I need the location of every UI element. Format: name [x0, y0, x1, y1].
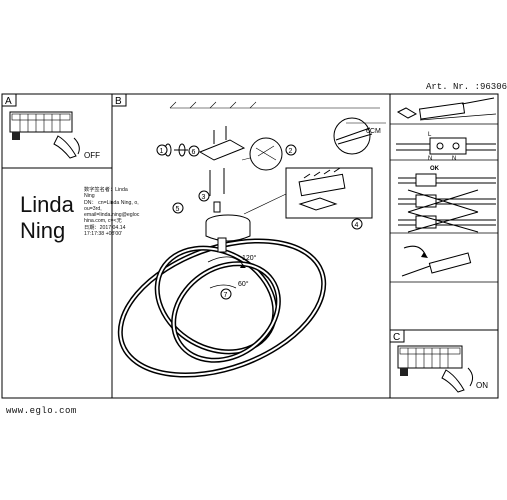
step-5-number: 5	[176, 206, 180, 213]
step-7-marker: 7	[220, 288, 232, 300]
website-link[interactable]: www.eglo.com	[6, 406, 77, 416]
wiring-variant-wrong-1	[398, 189, 496, 213]
step-2-marker: 2	[285, 144, 297, 156]
step-1-marker: 1	[156, 144, 168, 156]
ln-terminal-illustration	[396, 137, 496, 155]
signature-meta-line: ou=3rd,	[84, 205, 102, 212]
signature-meta-line: 17:17:38 +08'00'	[84, 231, 123, 238]
panel-a-terminal-illustration	[9, 111, 80, 159]
terminal-l-top: L	[428, 132, 432, 138]
panel-a-off-label: OFF	[84, 151, 100, 160]
step-6-marker: 6	[188, 145, 200, 157]
panel-c	[389, 329, 499, 399]
terminal-n-bottom-left: N	[428, 156, 432, 162]
step-6-number: 6	[192, 149, 196, 156]
signature-name-line1: Linda	[20, 192, 74, 217]
article-number: Art. Nr. :96306	[426, 82, 507, 92]
mounting-parts-illustration	[164, 101, 380, 242]
signature-meta-line: hina.com, c=<无	[84, 218, 122, 225]
lamp-rings-illustration	[117, 237, 327, 378]
panel-c-letter: C	[393, 332, 400, 343]
signature-meta-line: 数字签名者：Linda	[84, 187, 128, 193]
step-2-number: 2	[289, 148, 293, 155]
strip-length-label: 6CM	[366, 128, 381, 135]
strip-length-callout	[333, 117, 386, 155]
signature-meta-line: 日期：2017.04.14	[84, 224, 126, 231]
signature-meta-line: DN： cn=Linda Ning, o,	[84, 199, 139, 206]
diagram-frame	[1, 93, 499, 399]
step-3-marker: 3	[198, 190, 210, 202]
wiring-ok-label: OK	[430, 166, 440, 172]
step-4-marker: 4	[351, 218, 363, 230]
wiring-variant-wrong-2	[398, 211, 496, 233]
panel-b-letter: B	[115, 96, 122, 107]
panel-a-letter-box	[1, 93, 17, 107]
panel-c-terminal-illustration	[397, 345, 474, 393]
signature-metadata: 数字签名者：Linda Ning DN： cn=Linda Ning, o, o…	[84, 187, 164, 237]
signature-meta-line: email=linda.ning@egloc	[84, 212, 140, 219]
signature-meta-line: Ning	[84, 193, 95, 200]
panel-c-letter-box	[389, 329, 405, 343]
angle-60-label: 60°	[238, 280, 249, 288]
step-7-number: 7	[224, 292, 228, 299]
step-5-marker: 5	[172, 202, 184, 214]
wiring-variant-ok	[398, 173, 496, 187]
panel-a-letter: A	[5, 96, 12, 107]
step-4-number: 4	[355, 222, 359, 229]
connector-screwdriver-illustration	[396, 97, 497, 121]
signature-name-line2: Ning	[20, 218, 66, 243]
step-3-number: 3	[202, 194, 206, 201]
screw-callout	[241, 137, 283, 171]
terminal-detail-box	[243, 167, 373, 219]
angle-120-label: 120°	[242, 254, 257, 262]
panel-b-letter-box	[111, 93, 127, 107]
step-1-number: 1	[160, 148, 164, 155]
terminal-n-bottom-right: N	[452, 156, 456, 162]
panel-c-on-label: ON	[476, 381, 488, 390]
release-arrow-illustration	[401, 245, 472, 277]
